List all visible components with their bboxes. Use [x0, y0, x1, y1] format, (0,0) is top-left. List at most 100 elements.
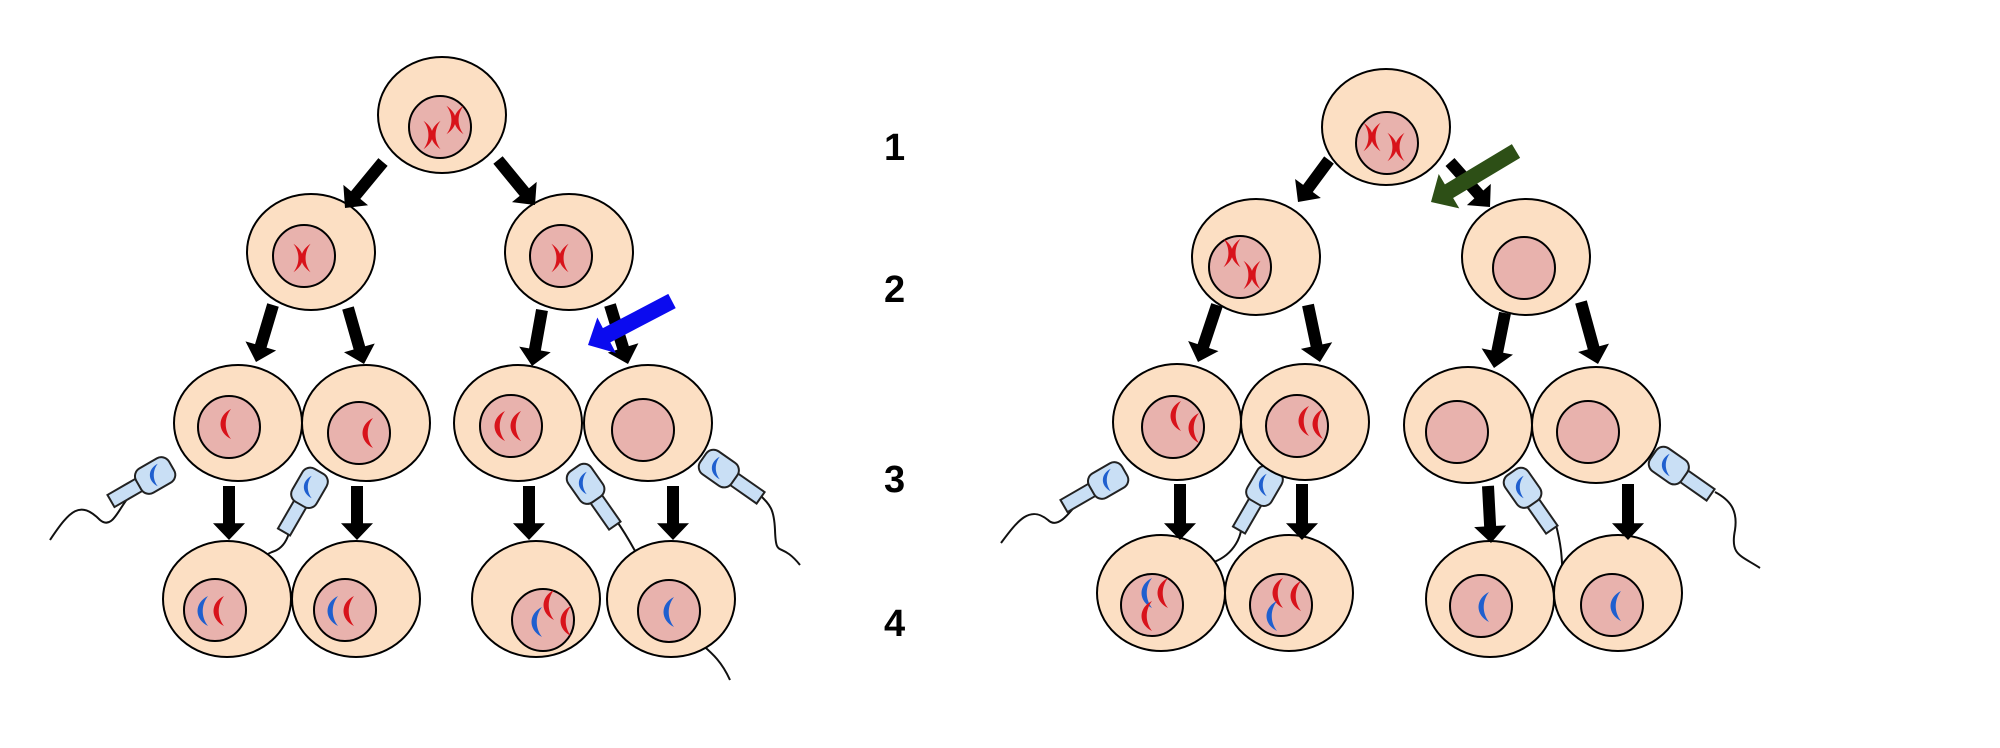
sperm-icon	[49, 456, 177, 541]
zygote-right-2	[1224, 534, 1354, 652]
sperm-icon	[697, 448, 801, 566]
daughter-cell-left-a	[246, 193, 376, 311]
stage-label-3: 3	[884, 459, 905, 501]
chromosome-icon	[1223, 238, 1241, 268]
chromosome-icon	[1243, 260, 1261, 290]
chromosome-icon	[1157, 578, 1168, 608]
stage-label-1: 1	[884, 127, 905, 169]
arrow-icon	[342, 306, 375, 364]
chromosome-icon	[293, 243, 311, 273]
arrow-icon	[213, 486, 245, 540]
stage-label-2: 2	[884, 269, 905, 311]
chromosome-icon	[1610, 591, 1621, 621]
gamete-cell-right-4	[1531, 366, 1661, 484]
chromosome-icon	[1312, 409, 1323, 439]
chromosome-icon	[510, 411, 521, 441]
chromosome-icon	[303, 475, 312, 499]
arrow-icon	[343, 158, 388, 208]
parent-cell-right	[1321, 68, 1451, 186]
gamete-cell-left-1	[173, 364, 303, 482]
chromosome-icon	[1141, 601, 1152, 631]
nucleus	[1249, 573, 1313, 637]
zygote-left-4	[606, 540, 736, 658]
chromosome-icon	[197, 596, 208, 626]
nucleus	[327, 401, 391, 465]
chromosome-icon	[1478, 592, 1489, 622]
arrow-icon	[341, 486, 373, 540]
chromosome-icon	[149, 463, 158, 487]
zygote-left-3	[471, 540, 601, 658]
zygote-right-4	[1553, 534, 1683, 652]
gamete-cell-left-3	[453, 364, 583, 482]
arrow-group	[213, 144, 1644, 543]
chromosome-icon	[1661, 453, 1670, 477]
nondisjunction-arrow-icon	[1431, 144, 1521, 209]
arrow-icon	[1474, 485, 1507, 543]
nucleus	[197, 395, 261, 459]
arrow-icon	[1575, 300, 1609, 364]
chromosome-icon	[663, 597, 674, 627]
sperm-icon	[565, 462, 731, 681]
chromosome-icon	[1258, 473, 1267, 497]
chromosome-icon	[213, 596, 224, 626]
chromosome-icon	[531, 607, 542, 637]
gamete-cell-left-2	[301, 364, 431, 482]
chromosome-icon	[551, 243, 569, 273]
zygote-left-2	[291, 540, 421, 658]
chromosome-icon	[1298, 406, 1309, 436]
chromosome-icon	[1515, 475, 1524, 499]
nucleus	[1425, 400, 1489, 464]
nucleus	[611, 398, 675, 462]
sperm-icon	[1647, 445, 1761, 569]
arrow-icon	[519, 308, 551, 366]
daughter-cell-right-b	[1461, 198, 1591, 316]
arrow-icon	[1612, 484, 1644, 540]
zygote-left-1	[162, 540, 292, 658]
daughter-cell-left-b	[504, 193, 634, 311]
zygote-right-1	[1096, 534, 1226, 652]
chromosome-icon	[327, 596, 338, 626]
chromosome-icon	[1272, 578, 1283, 608]
arrow-icon	[1300, 303, 1333, 362]
stage-label-4: 4	[884, 603, 905, 645]
arrow-icon	[1164, 484, 1196, 540]
gamete-cell-left-4	[583, 364, 713, 482]
nucleus	[1492, 236, 1556, 300]
nucleus	[1355, 111, 1419, 175]
chromosome-icon	[578, 471, 587, 495]
arrow-icon	[1295, 156, 1334, 202]
arrow-icon	[657, 486, 689, 540]
gamete-cell-right-3	[1403, 366, 1533, 484]
nucleus	[511, 588, 575, 652]
arrow-icon	[513, 486, 545, 540]
chromosome-icon	[423, 120, 441, 150]
nucleus	[1265, 394, 1329, 458]
nucleus	[1556, 400, 1620, 464]
parent-cell-left	[377, 56, 507, 174]
nondisjunction-arrow-icon	[588, 293, 676, 353]
chromosome-icon	[1102, 468, 1111, 492]
arrow-icon	[245, 303, 279, 362]
chromosome-icon	[1170, 401, 1181, 431]
arrow-icon	[1286, 484, 1318, 540]
nucleus	[637, 579, 701, 643]
gamete-cell-right-1	[1112, 363, 1242, 481]
arrow-icon	[493, 156, 537, 205]
arrow-icon	[1481, 311, 1513, 368]
sperm-icon	[1502, 466, 1581, 636]
chromosome-icon	[220, 409, 231, 439]
chromosome-icon	[446, 105, 464, 135]
gamete-cell-right-2	[1240, 363, 1370, 481]
daughter-cell-right-a	[1191, 198, 1321, 316]
sperm-icon	[1000, 461, 1130, 544]
chromosome-icon	[494, 411, 505, 441]
chromosome-icon	[1266, 601, 1277, 631]
chromosome-icon	[1141, 578, 1152, 608]
cell-group	[162, 56, 1683, 658]
nucleus	[408, 95, 472, 159]
nucleus	[1141, 395, 1205, 459]
sperm-icon	[254, 466, 329, 589]
zygote-right-3	[1425, 540, 1555, 658]
arrow-icon	[1188, 303, 1223, 362]
